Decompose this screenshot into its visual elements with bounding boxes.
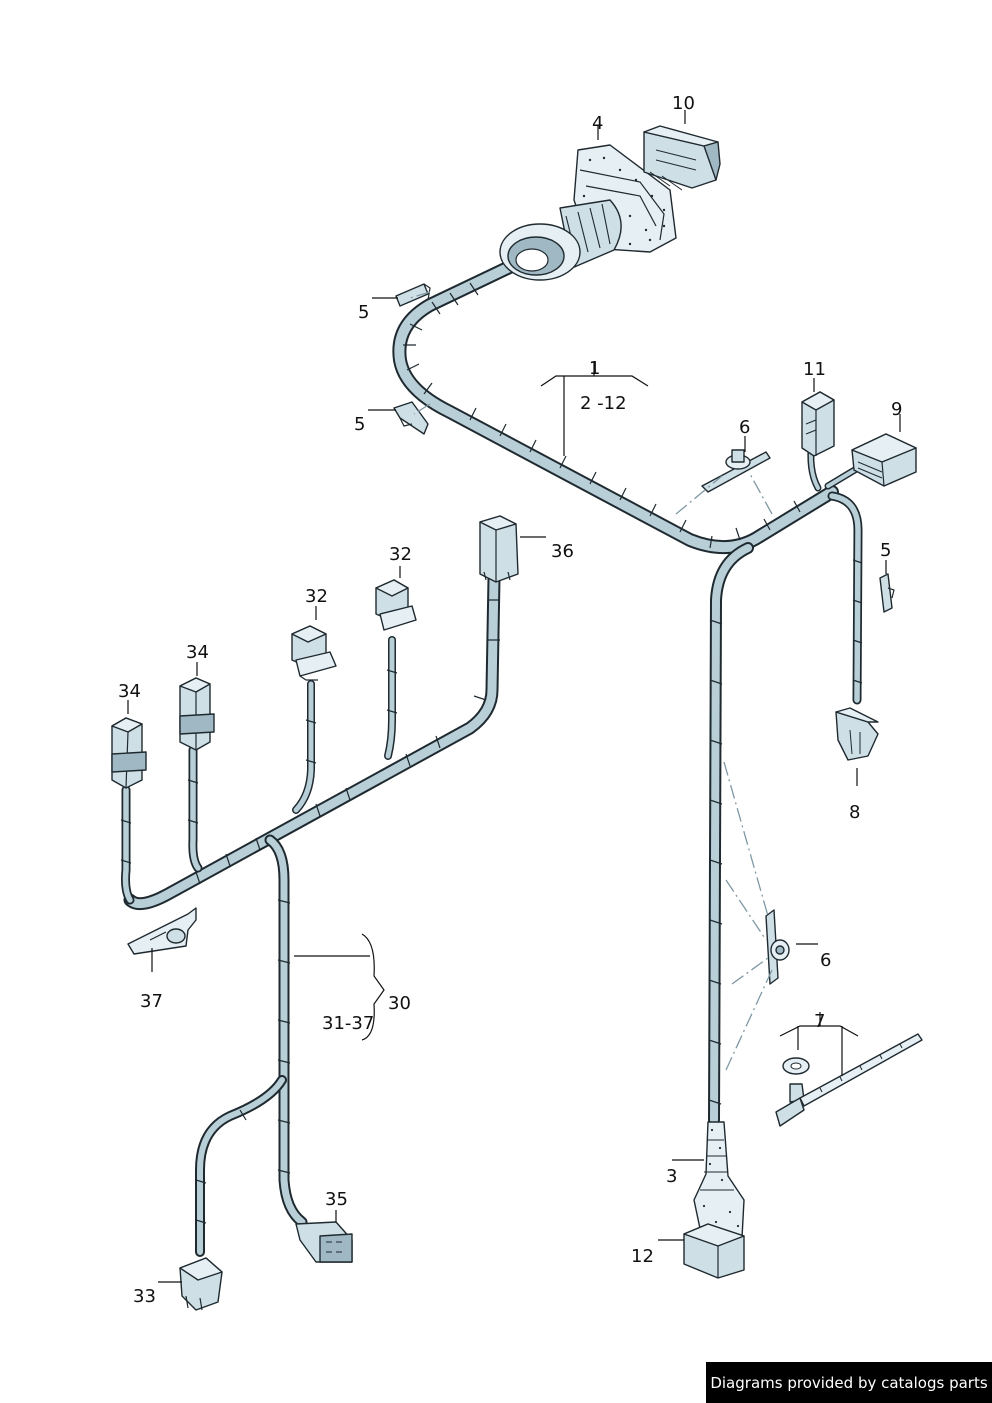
footer-credit: Diagrams provided by catalogs parts [706, 1362, 992, 1403]
label-32-right: 32 [389, 544, 412, 565]
connector-part-9 [851, 433, 917, 487]
clip-part-5-right [879, 573, 895, 613]
clip-part-37 [127, 907, 197, 955]
connector-part-36 [479, 515, 519, 583]
label-2-12: 2 -12 [580, 393, 627, 414]
label-1: 1 [589, 358, 600, 379]
main-harness [392, 255, 872, 1126]
connector-part-8 [835, 707, 879, 761]
clip-part-5-middle [393, 401, 429, 435]
grommet-part-4 [499, 144, 677, 281]
label-5-middle: 5 [354, 414, 365, 435]
assembly-lines [409, 291, 773, 1071]
label-37: 37 [140, 991, 163, 1012]
part-labels: 10 4 5 5 1 2 -12 6 11 9 5 8 6 7 3 12 36 … [118, 93, 902, 1307]
label-31-37: 31-37 [322, 1013, 374, 1034]
label-32-left: 32 [305, 586, 328, 607]
label-33: 33 [133, 1286, 156, 1307]
label-3: 3 [666, 1166, 677, 1187]
label-36: 36 [551, 541, 574, 562]
label-6-upper: 6 [739, 417, 750, 438]
label-9: 9 [891, 399, 902, 420]
connector-part-10 [643, 125, 721, 191]
connector-part-12 [683, 1121, 745, 1279]
label-34-left: 34 [118, 681, 141, 702]
label-5-upper: 5 [358, 302, 369, 323]
clip-part-5-upper [395, 283, 431, 307]
label-5-right: 5 [880, 540, 891, 561]
connector-part-34-right [179, 677, 215, 751]
label-11: 11 [803, 359, 826, 380]
label-6-lower: 6 [820, 950, 831, 971]
cable-tie-part-7 [775, 1033, 923, 1127]
label-8: 8 [849, 802, 860, 823]
clip-part-6-lower [765, 909, 790, 985]
label-12: 12 [631, 1246, 654, 1267]
label-34-right: 34 [186, 642, 209, 663]
label-30: 30 [388, 993, 411, 1014]
connector-part-35 [295, 1221, 353, 1263]
connector-part-32-left [291, 625, 337, 681]
connector-part-32-right [375, 579, 417, 631]
connector-part-11 [801, 391, 835, 457]
clip-part-6-upper [701, 449, 771, 493]
connector-part-34-left [111, 717, 147, 789]
label-10: 10 [672, 93, 695, 114]
leader-lines [127, 110, 901, 1283]
label-7: 7 [814, 1011, 825, 1032]
label-4: 4 [592, 113, 603, 134]
connector-part-33 [179, 1257, 223, 1311]
secondary-harness [120, 571, 501, 1257]
label-35: 35 [325, 1189, 348, 1210]
